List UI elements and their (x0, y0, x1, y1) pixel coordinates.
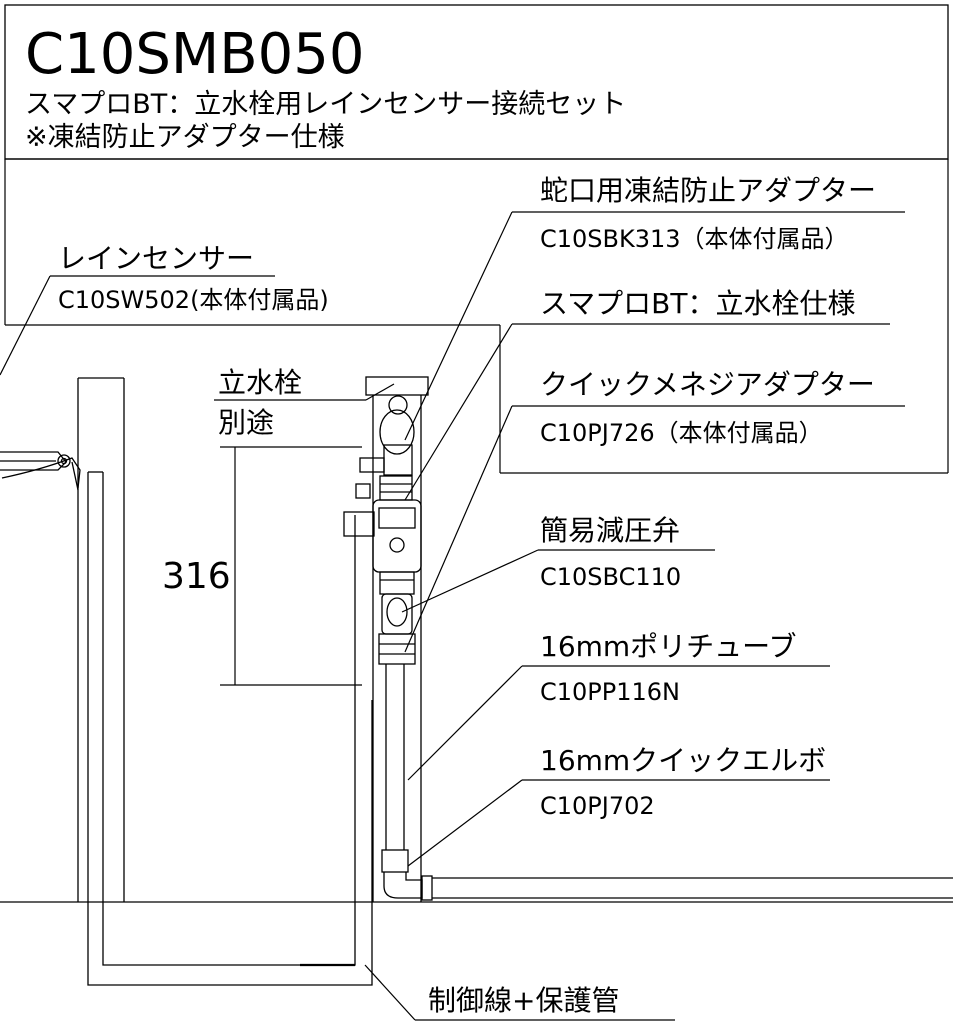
quick-adapter-label: クイックメネジアダプター (540, 368, 875, 401)
pressure-valve-code: C10SBC110 (540, 563, 681, 591)
pressure-valve-assembly (378, 593, 416, 665)
subtitle-line1: スマプロBT：立水栓用レインセンサー接続セット (25, 89, 626, 120)
control-wire-label: 制御線+保護管 (428, 984, 619, 1017)
title-block (4, 4, 949, 160)
poly-tube (381, 664, 953, 901)
faucet-post-note: 別途 (218, 406, 274, 439)
poly-tube-code: C10PP116N (540, 678, 680, 706)
poly-tube-label: 16mmポリチューブ (540, 630, 797, 663)
quick-elbow-label: 16mmクイックエルボ (540, 744, 826, 777)
left-post (77, 377, 125, 902)
rain-sensor-label: レインセンサー (58, 242, 254, 275)
rain-sensor (0, 451, 81, 491)
antifreeze-adapter-label: 蛇口用凍結防止アダプター (540, 174, 876, 207)
standing-faucet-post (365, 376, 429, 902)
page-title: C10SMB050 (25, 22, 365, 87)
faucet-antifreeze-adapter (355, 395, 415, 501)
rain-sensor-code: C10SW502(本体付属品) (58, 286, 329, 314)
antifreeze-adapter-code: C10SBK313（本体付属品） (540, 225, 849, 253)
subtitle-line2: ※凍結防止アダプター仕様 (25, 122, 345, 153)
dimension-value: 316 (162, 556, 231, 597)
conduit (87, 471, 373, 986)
smapro-bt-controller (343, 499, 422, 595)
faucet-post-label: 立水栓 (218, 366, 302, 399)
quick-adapter-code: C10PJ726（本体付属品） (540, 419, 823, 447)
frame-lines (0, 159, 953, 903)
quick-elbow-code: C10PJ702 (540, 792, 655, 820)
leader-lines (0, 211, 905, 1021)
smapro-bt-label: スマプロBT：立水栓仕様 (540, 287, 855, 320)
pressure-valve-label: 簡易減圧弁 (540, 514, 680, 547)
